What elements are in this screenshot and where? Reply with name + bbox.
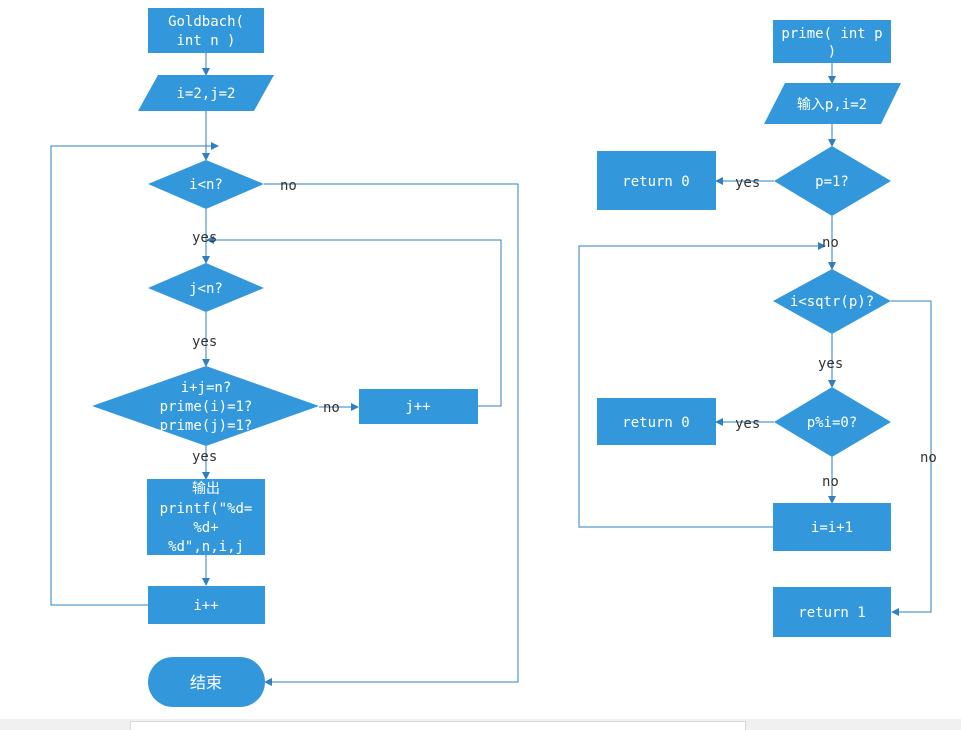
prime-label-yes-sqrt: yes <box>818 356 843 372</box>
goldbach-inc-i-node <box>148 586 265 624</box>
connector-loop-i <box>50 142 219 606</box>
goldbach-label-yes-i: yes <box>192 230 217 246</box>
prime-label-no-mod: no <box>822 474 839 490</box>
goldbach-connectors <box>50 53 519 686</box>
prime-inc-i-node <box>773 503 891 551</box>
prime-connectors <box>578 63 932 616</box>
prime-cond-p1-node <box>774 146 891 216</box>
goldbach-inc-j-node <box>359 389 478 424</box>
prime-label-yes-mod: yes <box>735 416 760 432</box>
prime-label-yes-p1: yes <box>735 175 760 191</box>
goldbach-label-yes-j: yes <box>192 334 217 350</box>
goldbach-cond-j-label: j<n? <box>189 281 223 297</box>
goldbach-cond-i-label: i<n? <box>189 177 223 193</box>
goldbach-init-node <box>138 75 274 111</box>
prime-ret0-a-node <box>597 151 716 210</box>
prime-cond-mod-node <box>774 387 891 457</box>
prime-ret1-node <box>773 587 891 637</box>
goldbach-label-no-sum: no <box>323 400 340 416</box>
prime-label-no-sqrt: no <box>920 450 937 466</box>
connector-loop-prime <box>578 242 826 528</box>
goldbach-output-node <box>147 479 265 555</box>
goldbach-init-label: i=2,j=2 <box>176 86 235 102</box>
prime-cond-mod-label: p%i=0? <box>807 415 858 431</box>
connector-loop-j <box>206 236 502 407</box>
goldbach-end-label: 结束 <box>190 673 222 692</box>
goldbach-cond-i-node <box>148 160 264 209</box>
prime-start-label: prime( int p) <box>781 26 882 60</box>
prime-input-label: 输入p,i=2 <box>797 97 867 113</box>
goldbach-end-node <box>148 657 265 707</box>
goldbach-inc-j-label: j++ <box>405 399 430 415</box>
prime-inc-i-label: i=i+1 <box>811 520 853 536</box>
prime-ret0-b-node <box>597 398 716 445</box>
prime-ret1-label: return 1 <box>798 605 865 621</box>
connector-sqrt-no <box>891 300 932 616</box>
prime-ret0-a-label: return 0 <box>622 174 689 190</box>
prime-flowchart: prime( int p) 输入p,i=2 p=1? return 0 i<sq… <box>578 20 937 637</box>
prime-input-node <box>764 83 901 124</box>
goldbach-cond-j-node <box>148 263 264 312</box>
goldbach-cond-sum-label: i+j=n?prime(i)=1?prime(j)=1? <box>160 380 253 434</box>
goldbach-label-no-i: no <box>280 178 297 194</box>
goldbach-start-node <box>148 8 264 53</box>
prime-cond-p1-label: p=1? <box>815 174 849 190</box>
prime-start-node <box>773 20 891 63</box>
prime-label-no-p1: no <box>822 235 839 251</box>
prime-ret0-b-label: return 0 <box>622 415 689 431</box>
goldbach-start-label: Goldbach(int n ) <box>168 14 244 49</box>
goldbach-inc-i-label: i++ <box>193 598 218 614</box>
goldbach-cond-sum-node <box>92 366 319 446</box>
goldbach-flowchart: Goldbach(int n ) i=2,j=2 i<n? j<n? i+j=n… <box>50 8 519 707</box>
bottom-panel-edge <box>130 721 746 730</box>
connector-cond-i-no <box>264 183 519 686</box>
prime-cond-sqrt-node <box>773 269 891 334</box>
prime-cond-sqrt-label: i<sqtr(p)? <box>790 294 874 310</box>
goldbach-label-yes-sum: yes <box>192 449 217 465</box>
